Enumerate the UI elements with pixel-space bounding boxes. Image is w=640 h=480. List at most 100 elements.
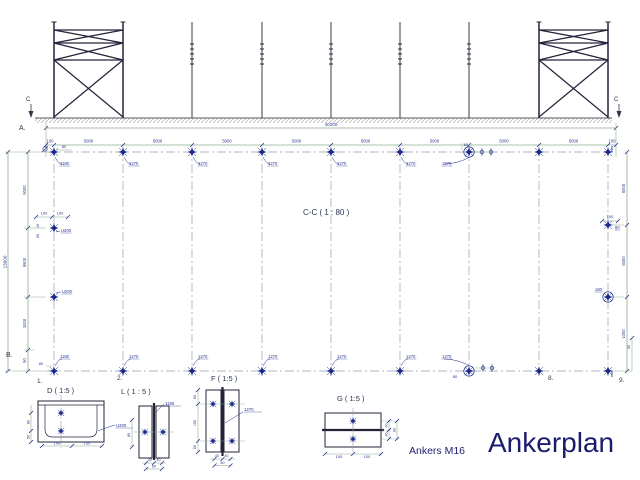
anchor-diag [257, 147, 267, 157]
detail-f-plate [205, 389, 222, 453]
anchor-label: U200 [62, 289, 73, 294]
intermediate-posts [190, 22, 471, 118]
tower-brace [538, 29, 609, 44]
dim-label: 60 [193, 445, 197, 449]
leader-line [443, 156, 471, 165]
drawing-title: Ankerplan [488, 427, 614, 458]
dim-tick [378, 451, 384, 457]
dim-label: 1000 [621, 329, 626, 339]
dim-tick [613, 142, 619, 148]
dim-label: 40 [385, 433, 389, 437]
anchor-diag [395, 147, 405, 157]
anchor-label: U200 [61, 228, 72, 233]
dim-tick [195, 438, 201, 444]
corner-mark [604, 370, 613, 377]
dim-tick [195, 449, 201, 455]
dim-tick [615, 218, 621, 224]
dim-tick [536, 142, 542, 148]
dim-label: 80 [221, 461, 225, 465]
anchor-label: 1270 [129, 354, 139, 359]
anchor-circle [463, 146, 475, 158]
dim-label: 5000 [569, 138, 579, 143]
dim-label: 5000 [621, 183, 626, 193]
dim-label: 40 [385, 424, 389, 428]
detail-l-callout: 1180 [165, 401, 175, 406]
dim-tick [28, 410, 34, 416]
row-label-b: B. [6, 352, 13, 359]
dim-tick [386, 427, 392, 433]
dim-tick [65, 214, 71, 220]
dim-tick [69, 443, 75, 449]
dim-tick [129, 444, 135, 450]
grid-centerlines [47, 147, 609, 376]
dim-tick [143, 460, 149, 466]
dim-label: 100 [364, 454, 371, 459]
anchor-label: 1270 [337, 161, 347, 166]
dim-tick [220, 456, 225, 462]
dim-label: 150 [193, 420, 197, 426]
dim-label: 100 [54, 441, 61, 446]
dim-label: 60 [193, 395, 197, 399]
leader-line [55, 230, 61, 233]
dim-tick [624, 149, 630, 155]
dim-label: 40 [148, 458, 152, 462]
leader-line [224, 411, 244, 424]
anchor-diag [464, 366, 474, 376]
detail-f-callout: 1270 [244, 407, 254, 412]
leader-line [54, 156, 63, 165]
dim-tick [51, 142, 57, 148]
grid-number-9: 9. [619, 377, 625, 384]
anchor-diag [187, 147, 197, 157]
anchor-label: 1270 [268, 161, 278, 166]
section-markers [28, 104, 622, 118]
anchor-diag [57, 409, 65, 417]
anchor-label: 1270 [337, 354, 347, 359]
anchor-label: 1270 [406, 161, 416, 166]
anchor-diag [49, 223, 59, 233]
dim-label: 100 [57, 211, 64, 216]
dim-tick [212, 463, 217, 468]
dim-tick [129, 417, 135, 423]
overall-height-dim: 13000 [3, 255, 8, 268]
dim-tick [143, 466, 149, 472]
dim-label: 100 [609, 138, 617, 143]
dim-tick [394, 436, 400, 442]
dim-tick [328, 142, 334, 148]
dim-label: 5000 [22, 185, 27, 195]
tower-brace [53, 42, 124, 61]
dim-label: 50 [627, 345, 631, 349]
dim-tick [151, 460, 157, 466]
dim-tick [49, 214, 55, 220]
anchor-label: 1270 [129, 161, 139, 166]
dim-tick [228, 456, 233, 462]
ground-line [35, 117, 612, 123]
dim-tick [624, 294, 630, 300]
dim-tick [212, 456, 217, 462]
lattice-towers [51, 21, 611, 118]
dim-tick [397, 142, 403, 148]
leader-line [400, 358, 409, 367]
anchor-diag [603, 292, 613, 302]
dim-tick [195, 387, 201, 393]
dim-label: 5000 [292, 138, 302, 143]
dim-tick [624, 222, 630, 228]
anchor-label: 80 [615, 225, 620, 230]
tower-brace [538, 42, 609, 61]
dim-label: 40 [215, 454, 219, 458]
dim-tick [43, 142, 49, 148]
anchor-label: 1270 [442, 161, 452, 166]
anchor-diag [118, 147, 128, 157]
dim-tick [28, 428, 34, 434]
dim-tick [629, 335, 635, 341]
anchor-diag [349, 435, 357, 443]
dim-label: 100 [84, 441, 91, 446]
leader-line [331, 358, 340, 367]
dim-tick [195, 401, 201, 407]
section-label: C-C ( 1 : 80 ) [303, 208, 350, 217]
anchor-diag [49, 147, 59, 157]
tower-brace [53, 29, 124, 44]
dim-label: 80 [62, 144, 67, 149]
dim-tick [159, 466, 165, 472]
